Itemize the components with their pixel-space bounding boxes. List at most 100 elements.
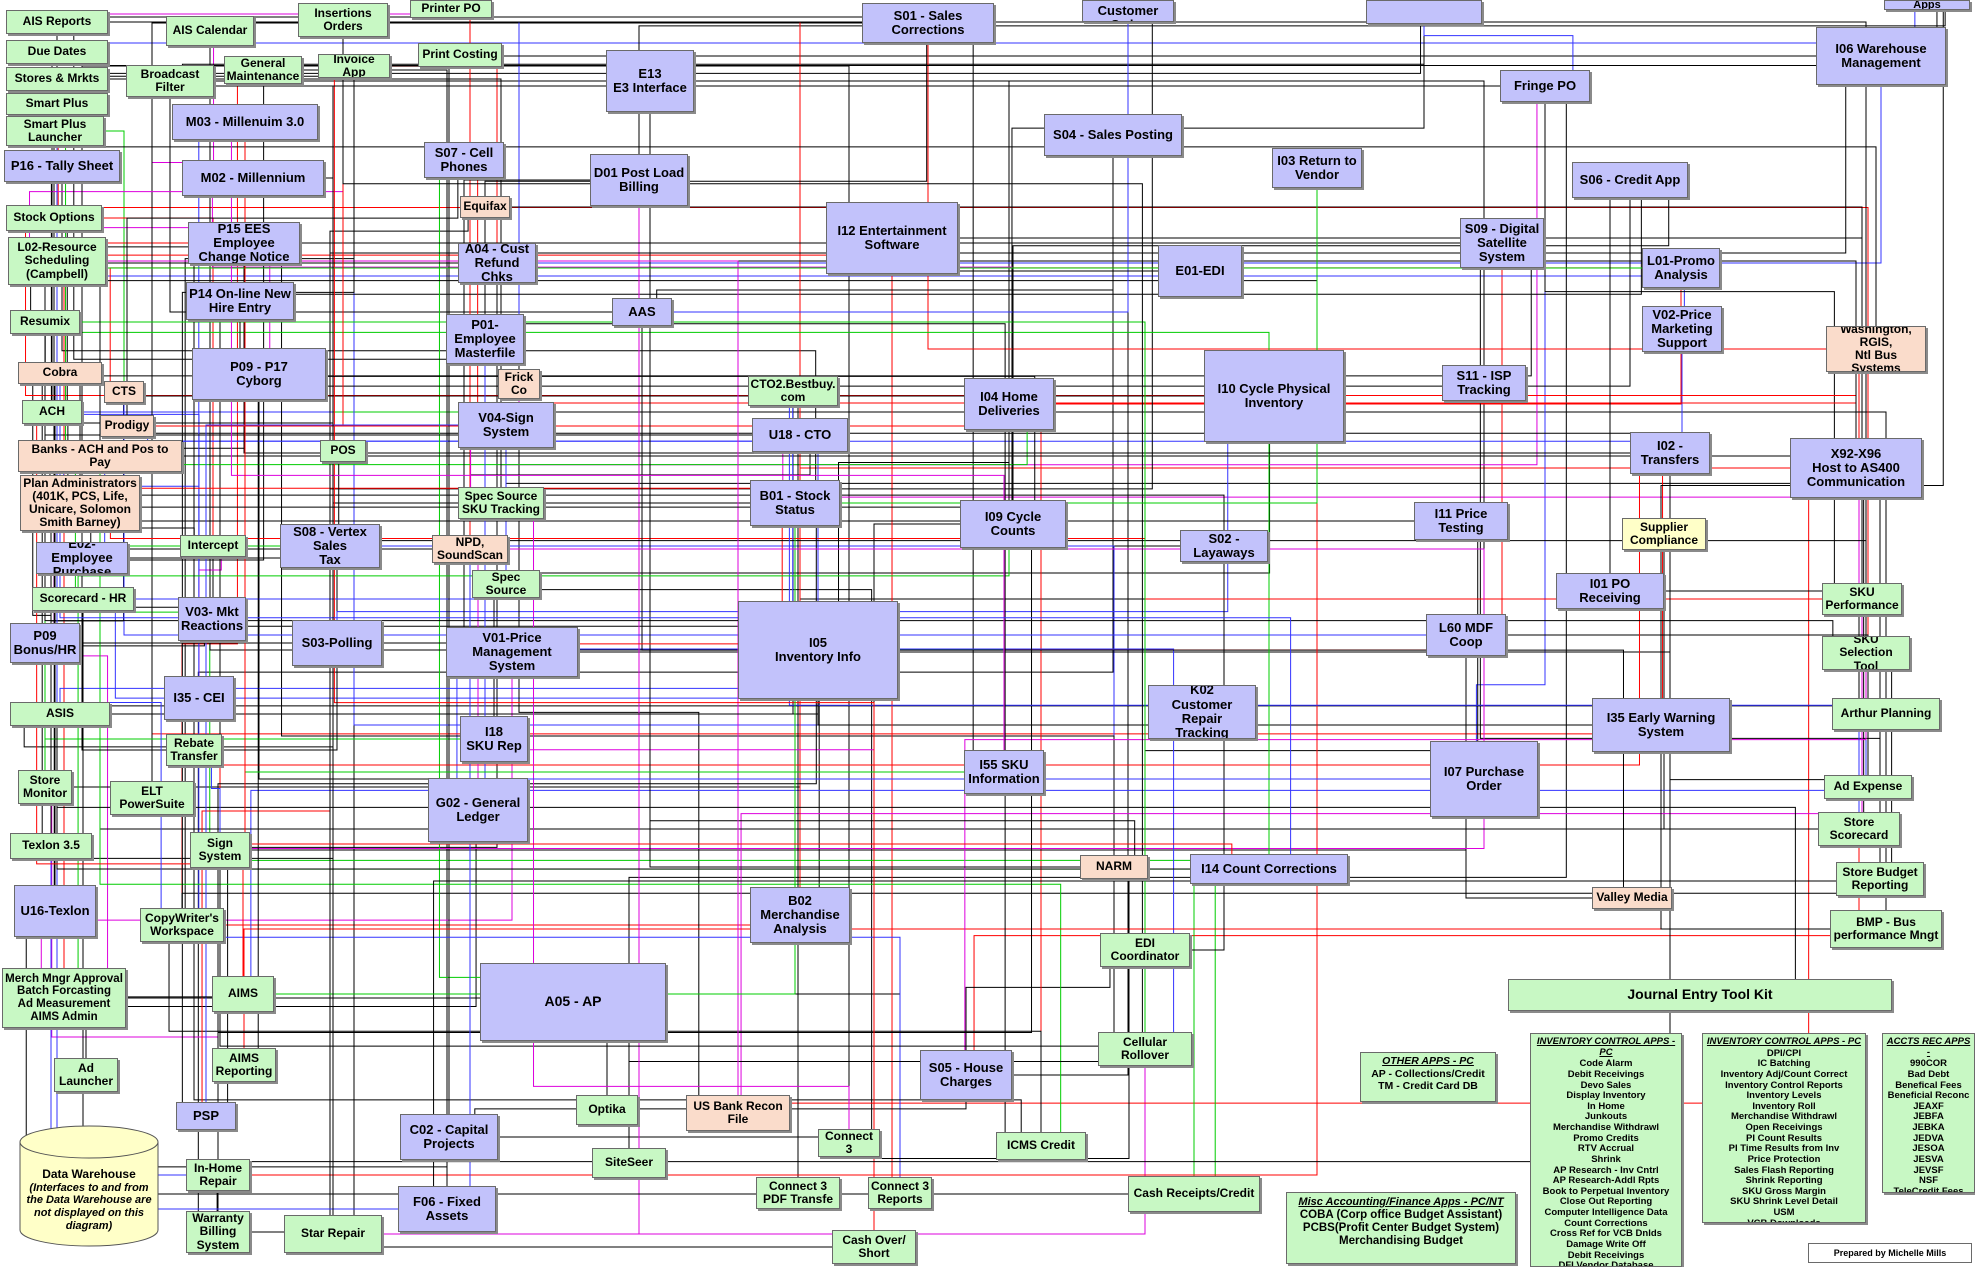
- k02-customer-repair-box: K02 Customer Repair Tracking: [1148, 685, 1256, 739]
- ach-box: ACH: [22, 400, 82, 424]
- connection-line: [66, 3, 452, 22]
- psp-box: PSP: [176, 1102, 236, 1130]
- connection-line: [512, 71, 1882, 264]
- smart-plus-box: Smart Plus: [6, 93, 108, 115]
- scorecard-hr-box: Scorecard - HR: [32, 587, 134, 611]
- connection-line: [239, 307, 1036, 524]
- connection-line: [257, 166, 1631, 1065]
- m03-millennium-box: M03 - Millenuim 3.0: [172, 104, 318, 140]
- i11-price-testing-box: I11 Price Testing: [1414, 502, 1508, 540]
- inv-control-2-item: USM: [1773, 1207, 1795, 1218]
- cash-over-short-box: Cash Over/ Short: [832, 1230, 916, 1264]
- connection-line: [782, 435, 1860, 825]
- connection-line: [1475, 75, 1546, 779]
- inv-control-2-item: Price Protection: [1747, 1153, 1821, 1165]
- i12-entertainment-software-box: I12 Entertainment Software: [826, 202, 958, 274]
- connection-line: [333, 66, 875, 1250]
- connection-line: [332, 85, 1551, 1234]
- ad-launcher-box: Ad Launcher: [54, 1058, 118, 1092]
- resumix-box: Resumix: [10, 310, 80, 334]
- m02-millennium-box: M02 - Millennium: [182, 160, 324, 196]
- connection-line: [59, 391, 794, 710]
- arthur-planning-box: Arthur Planning: [1832, 698, 1940, 730]
- icms-credit-box: ICMS Credit: [996, 1132, 1086, 1160]
- accts-rec-item: JEDVA: [1913, 1132, 1944, 1144]
- cobra-box: Cobra: [18, 362, 102, 384]
- connection-line: [197, 126, 1114, 1232]
- connection-line: [1439, 634, 1869, 792]
- l01-promo-analysis-box: L01-Promo Analysis: [1642, 248, 1720, 288]
- inv-control-2-item: Inventory Roll: [1752, 1100, 1816, 1112]
- v03-mkt-reactions-box: V03- Mkt Reactions: [178, 597, 246, 641]
- valley-media-box: Valley Media: [1592, 887, 1672, 909]
- stock-options-box: Stock Options: [6, 205, 102, 231]
- inv-control-2-item: Shrink Reporting: [1745, 1175, 1823, 1187]
- apps-box: Apps: [1884, 0, 1970, 10]
- inv-control-2-item: Inventory Levels: [1746, 1090, 1822, 1102]
- inv-control-1-item: Computer Intelligence Data: [1544, 1207, 1668, 1218]
- i06-warehouse-management-box: I06 Warehouse Management: [1816, 27, 1946, 85]
- s07-cell-phones-box: S07 - Cell Phones: [424, 142, 504, 178]
- connection-line: [126, 160, 459, 421]
- cto2-bestbuy-box: CTO2.Bestbuy. com: [748, 376, 838, 406]
- intercept-box: Intercept: [180, 535, 246, 557]
- accts-rec-item: Beneficial Reconc: [1887, 1090, 1970, 1102]
- inv-control-1-item: Debit Receivings: [1567, 1068, 1645, 1080]
- connection-line: [42, 645, 819, 715]
- p09-bonus-hr-box: P09 Bonus/HR: [10, 623, 80, 663]
- connection-line: [49, 411, 1887, 941]
- fringe-po-box: Fringe PO: [1500, 70, 1590, 102]
- banks-box: Banks - ACH and Pos to Pay: [18, 440, 182, 472]
- i35-early-warning-box: I35 Early Warning System: [1592, 698, 1730, 752]
- connection-line: [1465, 642, 1608, 899]
- misc-accounting-finance-list: Misc Accounting/Finance Apps - PC/NT COB…: [1286, 1192, 1516, 1264]
- connection-line: [1597, 179, 1611, 590]
- asis-box: ASIS: [10, 702, 110, 726]
- general-maintenance-box: General Maintenance: [224, 56, 302, 84]
- accts-rec-item: JEAXF: [1913, 1100, 1944, 1112]
- connection-line: [654, 13, 1129, 313]
- connection-line: [505, 545, 1210, 595]
- connection-line: [210, 750, 221, 837]
- connection-line: [1663, 525, 1842, 830]
- g02-general-ledger-box: G02 - General Ledger: [428, 778, 528, 842]
- sign-system-box: Sign System: [190, 832, 250, 868]
- i14-count-corrections-box: I14 Count Corrections: [1190, 854, 1348, 884]
- aims-reporting-box: AIMS Reporting: [212, 1048, 276, 1082]
- data-warehouse-cylinder: Data Warehouse (Interfaces to and from t…: [18, 1124, 160, 1248]
- connection-line: [1041, 264, 1682, 405]
- d01-post-load-billing-box: D01 Post Load Billing: [590, 154, 688, 206]
- e02-employee-purchase-box: E02-Employee Purchase: [36, 542, 128, 574]
- inv-control-1-item: Cross Ref for VCB Dnlds: [1550, 1228, 1662, 1240]
- f06-fixed-assets-box: F06 - Fixed Assets: [398, 1186, 496, 1232]
- washington-rgis-box: Washington, RGIS, Ntl Bus Systems: [1826, 326, 1926, 372]
- misc-item: PCBS(Profit Center Budget System): [1302, 1222, 1500, 1235]
- other-apps-title: OTHER APPS - PC: [1382, 1055, 1474, 1067]
- connection-line: [90, 399, 1010, 558]
- inv-control-2-item: Inventory Adj/Count Correct: [1720, 1068, 1848, 1080]
- inv-control-2-item: Inventory Control Reports: [1725, 1079, 1843, 1091]
- in-home-repair-box: In-Home Repair: [186, 1159, 250, 1191]
- v02-price-marketing-box: V02-Price Marketing Support: [1642, 306, 1722, 352]
- i05-inventory-info-box: I05 Inventory Info: [738, 601, 898, 699]
- connection-line: [184, 655, 338, 751]
- rebate-transfer-box: Rebate Transfer: [166, 734, 222, 766]
- inv-control-2-item: DPI/CPI: [1766, 1047, 1802, 1059]
- supplier-compliance-box: Supplier Compliance: [1622, 518, 1706, 550]
- accts-rec-item: Benefical Fees: [1895, 1079, 1962, 1091]
- frick-co-box: Frick Co: [498, 369, 540, 399]
- ais-reports-box: AIS Reports: [6, 10, 108, 34]
- aas-box: AAS: [612, 298, 672, 326]
- a05-ap-box: A05 - AP: [480, 963, 666, 1041]
- npd-soundscan-box: NPD, SoundScan: [432, 535, 508, 563]
- connection-line: [493, 548, 1485, 786]
- equifax-box: Equifax: [460, 196, 510, 218]
- accounts-receivable-title: ACCTS REC APPS -: [1886, 1036, 1971, 1058]
- s11-isp-tracking-box: S11 - ISP Tracking: [1442, 365, 1526, 401]
- spec-source-sku-box: Spec Source SKU Tracking: [458, 487, 544, 519]
- accts-rec-item: 990COR: [1910, 1058, 1947, 1070]
- inventory-control-title-2: INVENTORY CONTROL APPS - PC: [1706, 1036, 1862, 1047]
- i55-sku-information-box: I55 SKU Information: [964, 750, 1044, 794]
